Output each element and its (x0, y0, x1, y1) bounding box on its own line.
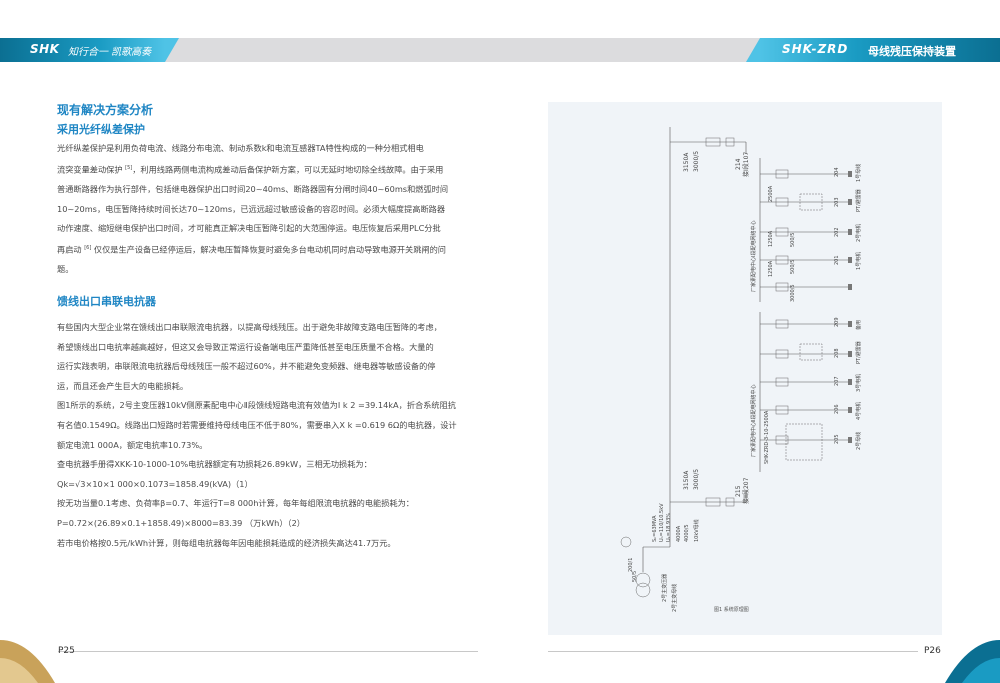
footer-divider-left (58, 651, 478, 652)
svg-text:208: 208 (834, 348, 840, 358)
brand-banner-left: SHK 知行合一 凯歌高奏 (0, 38, 179, 62)
brand-banner-right: SHK-ZRD 母线残压保持装置 (746, 38, 1000, 62)
diagram-panel: 厂家素配电中心Ⅰ段配电网络中心 厂家素配电中心Ⅱ段配电网络中心 SHK-ZRD-… (548, 102, 942, 635)
footer-divider-right (548, 651, 918, 652)
svg-text:500/5: 500/5 (790, 260, 796, 274)
figure-caption: 图1 系统原理图 (714, 607, 749, 613)
svg-text:3000/5: 3000/5 (693, 151, 700, 172)
svg-text:接Ⅰ段107: 接Ⅰ段107 (742, 152, 750, 177)
svg-text:3000/5: 3000/5 (693, 469, 700, 490)
svg-text:203: 203 (834, 197, 840, 207)
page-header: SHK 知行合一 凯歌高奏 SHK-ZRD 母线残压保持装置 (0, 38, 1000, 62)
svg-text:PT/避雷器: PT/避雷器 (855, 189, 862, 212)
svg-text:209: 209 (834, 317, 840, 327)
svg-text:2号主变母线: 2号主变母线 (671, 584, 678, 612)
corner-decoration-right (945, 640, 1000, 683)
svg-text:10kV母线: 10kV母线 (693, 519, 700, 542)
svg-text:201: 201 (834, 255, 840, 265)
svg-text:214: 214 (735, 158, 742, 170)
section-title: 现有解决方案分析 (57, 103, 154, 117)
paragraph-fiber: 光纤纵差保护是利用负荷电流、线路分布电流、制动系数k和电流互感器TA特性构成的一… (57, 143, 449, 275)
page-number-left: P25 (58, 646, 75, 656)
svg-text:接Ⅱ段207: 接Ⅱ段207 (742, 477, 750, 504)
system-schematic: 厂家素配电中心Ⅰ段配电网络中心 厂家素配电中心Ⅱ段配电网络中心 SHK-ZRD-… (620, 127, 862, 612)
svg-text:1号电机: 1号电机 (855, 252, 862, 270)
svg-text:200/1: 200/1 (628, 558, 634, 572)
citation-ref: [5] (125, 164, 133, 171)
svg-text:Uₙ=110/10.5kV: Uₙ=110/10.5kV (659, 503, 665, 542)
product-name: 母线残压保持装置 (868, 45, 956, 58)
svg-text:1250A: 1250A (768, 260, 774, 277)
svg-text:2500A: 2500A (768, 185, 774, 202)
svg-text:1号母线: 1号母线 (855, 164, 862, 182)
svg-text:3号电机: 3号电机 (855, 374, 862, 392)
svg-text:2号母线: 2号母线 (855, 432, 862, 450)
corner-decoration-left (0, 640, 55, 683)
svg-text:3000/5: 3000/5 (790, 284, 796, 302)
svg-text:202: 202 (834, 227, 840, 237)
bus-b-label: 厂家素配电中心Ⅱ段配电网络中心 (750, 385, 757, 457)
svg-text:4号电机: 4号电机 (855, 402, 862, 420)
svg-text:4000/5: 4000/5 (684, 524, 690, 542)
page-number-right: P26 (924, 646, 941, 656)
svg-text:3150A: 3150A (683, 152, 690, 172)
svg-text:PT/避雷器: PT/避雷器 (855, 341, 862, 364)
svg-text:50/5: 50/5 (632, 571, 638, 582)
svg-text:206: 206 (834, 404, 840, 414)
svg-text:4000A: 4000A (676, 525, 682, 542)
svg-text:Uₖ=18.93%: Uₖ=18.93% (666, 513, 672, 542)
product-model: SHK-ZRD (782, 42, 849, 56)
svg-text:2号电机: 2号电机 (855, 224, 862, 242)
svg-text:2号主变压器: 2号主变压器 (661, 574, 668, 602)
subsection-title-fiber: 采用光纤纵差保护 (57, 123, 145, 136)
paragraph-reactor: 有些国内大型企业常在馈线出口串联限流电抗器，以提高母线残压。出于避免非故障支路电… (57, 322, 457, 548)
svg-text:207: 207 (834, 376, 840, 386)
svg-text:1250A: 1250A (768, 230, 774, 247)
subsection-title-reactor: 馈线出口串联电抗器 (57, 295, 156, 308)
svg-text:205: 205 (834, 434, 840, 444)
bus-a-label: 厂家素配电中心Ⅰ段配电网络中心 (750, 221, 757, 292)
svg-text:215: 215 (735, 485, 742, 497)
svg-text:备用: 备用 (855, 320, 862, 330)
company-logo: SHK (30, 42, 60, 56)
svg-text:500/5: 500/5 (790, 233, 796, 247)
bus-b-model: SHK-ZRD-3-10-2500A (764, 410, 770, 464)
svg-text:Sₙ=63MVA: Sₙ=63MVA (652, 515, 658, 542)
svg-text:204: 204 (834, 167, 840, 177)
company-slogan: 知行合一 凯歌高奏 (68, 47, 152, 58)
svg-text:3150A: 3150A (683, 470, 690, 490)
citation-ref: [6] (84, 244, 92, 251)
